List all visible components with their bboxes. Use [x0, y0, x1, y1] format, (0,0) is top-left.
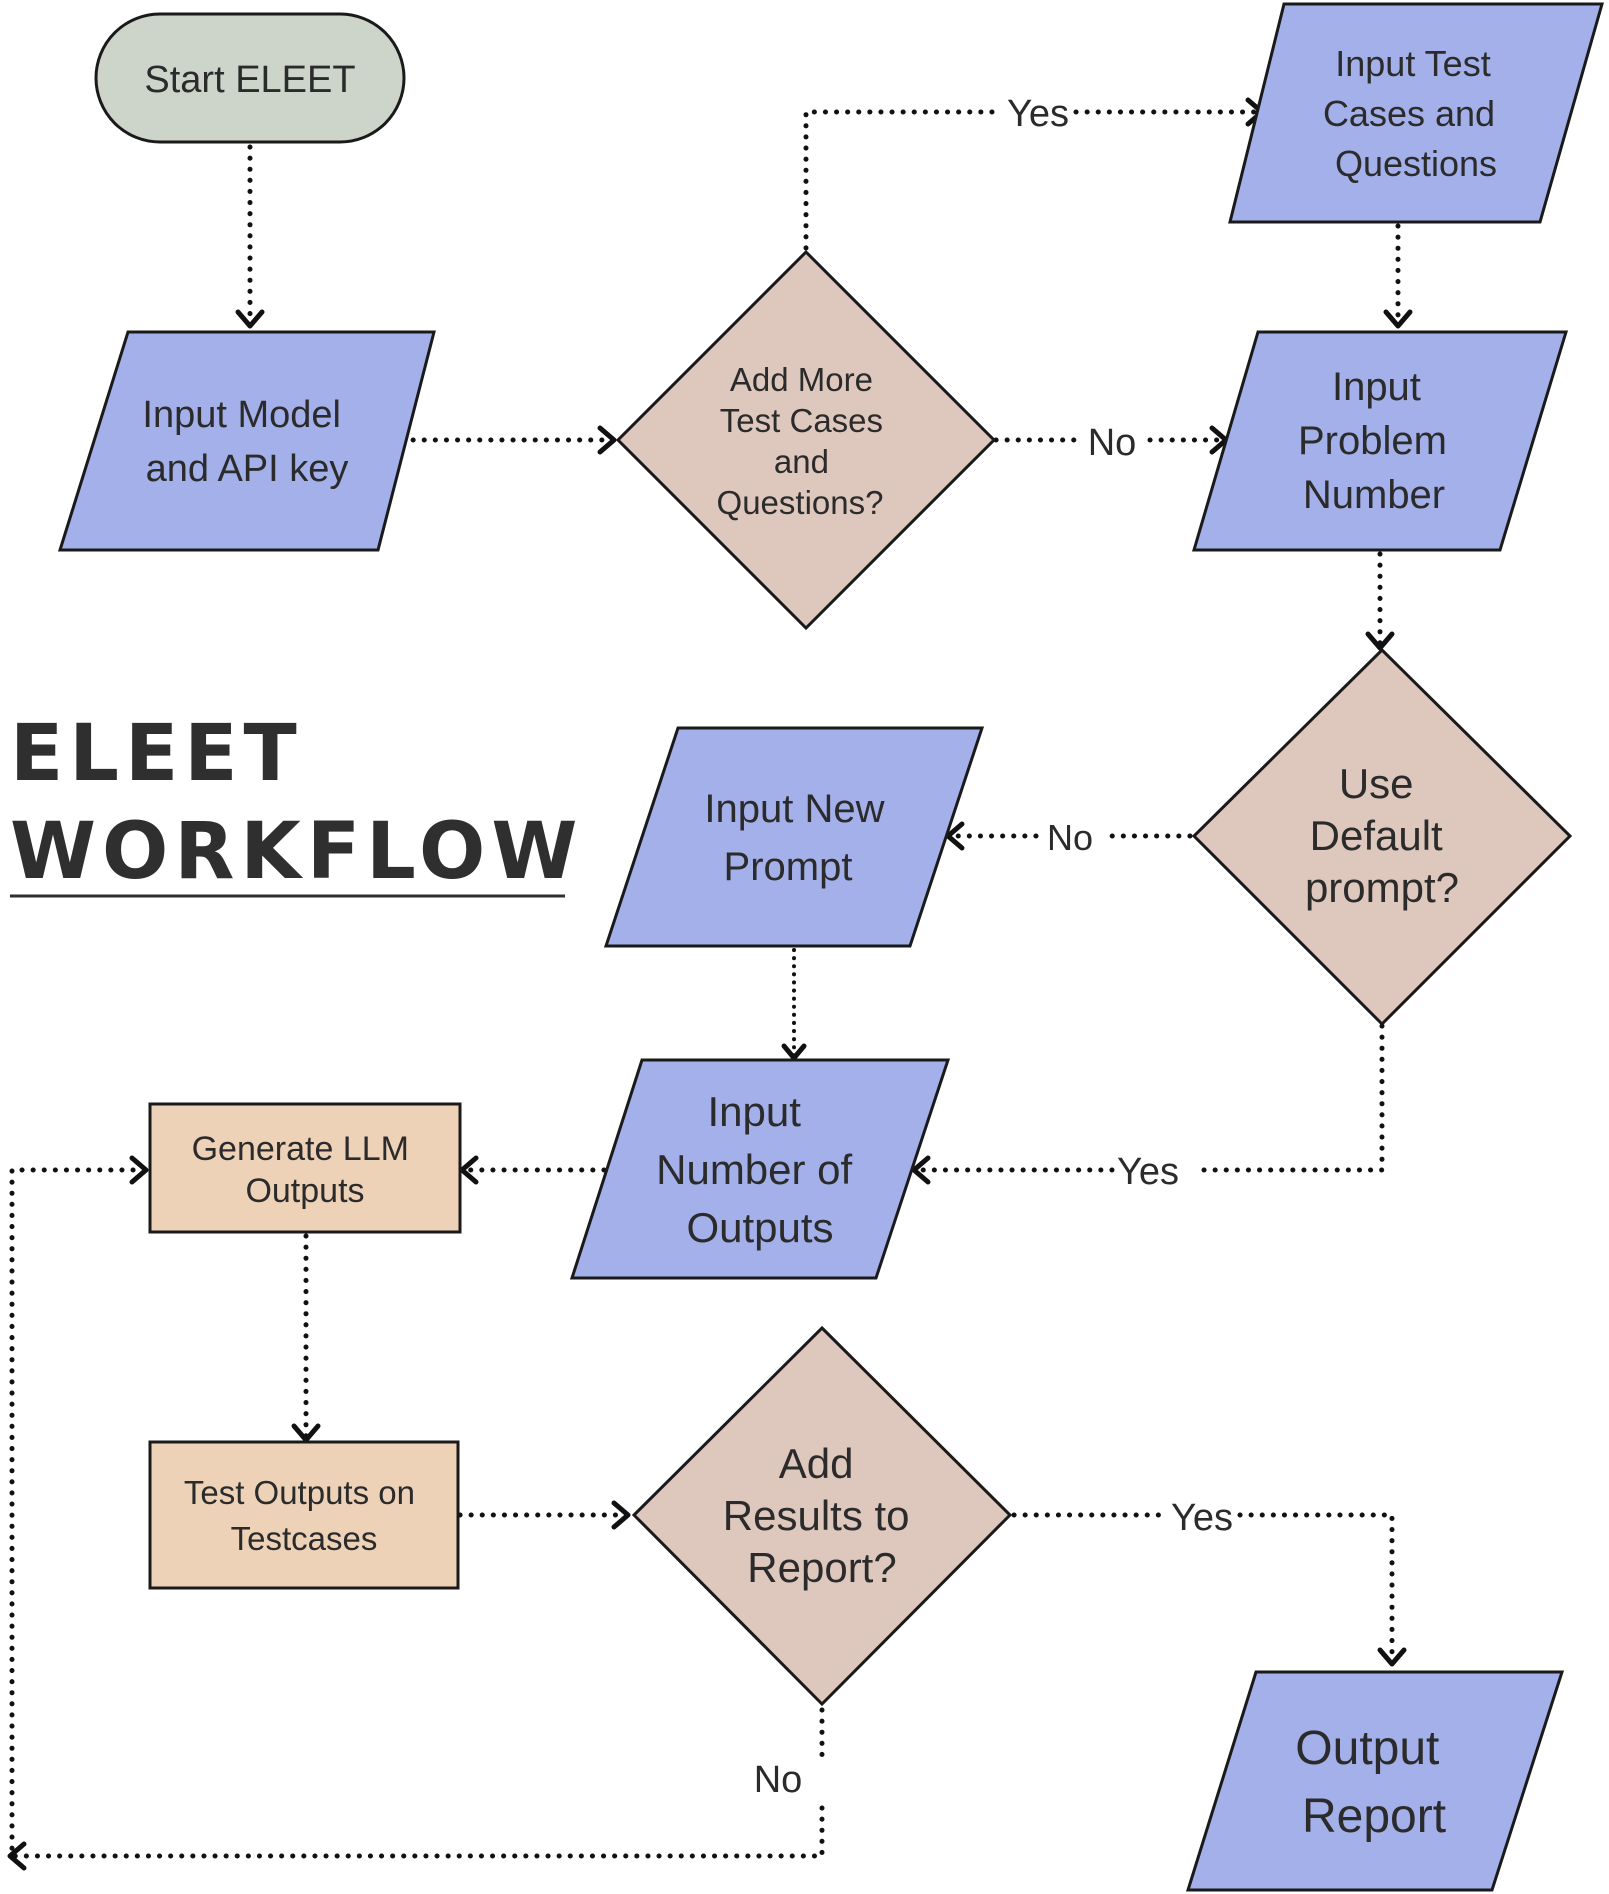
add-more-diamond: [615, 249, 997, 631]
workflow-title: ELEET WORKFLOW: [10, 709, 583, 898]
edge-add-results-no-loop: [7, 1155, 825, 1871]
add-more-label: Add More Test Cases and Questions?: [717, 361, 893, 521]
node-start: Start ELEET: [94, 12, 406, 144]
edge-test-to-add-results: [457, 1500, 631, 1530]
title-line-2: WORKFLOW: [10, 807, 583, 897]
node-input-test-cases: Input Test Cases and Questions: [1228, 2, 1604, 224]
edge-add-results-yes: [1011, 1512, 1407, 1667]
edge-labels: Yes No No Yes Yes No: [754, 93, 1233, 1801]
add-results-diamond: [631, 1325, 1013, 1707]
node-output-report: Output Report: [1185, 1670, 1565, 1892]
edge-new-prompt-to-num-outputs: [781, 948, 807, 1061]
add-results-label: Add Results to Report?: [723, 1440, 921, 1591]
edge-default-prompt-no: [945, 821, 1193, 851]
edge-label-add-results-no: No: [754, 1759, 803, 1801]
edge-problem-to-default-prompt: [1365, 551, 1395, 651]
edges: [7, 97, 1413, 1871]
edge-label-add-more-yes: Yes: [1007, 93, 1069, 135]
test-outputs-shape: [148, 1440, 460, 1590]
node-input-new-prompt: Input New Prompt: [603, 726, 985, 948]
default-prompt-label: Use Default prompt?: [1305, 760, 1459, 911]
edge-default-prompt-yes: [911, 1023, 1385, 1185]
edge-input-model-to-add-more: [399, 425, 617, 455]
output-report-shape: [1185, 1670, 1565, 1892]
node-input-problem: Input Problem Number: [1191, 330, 1569, 552]
default-prompt-diamond: [1191, 647, 1573, 1027]
generate-outputs-label: Generate LLM Outputs: [192, 1130, 419, 1210]
node-input-num-outputs: Input Number of Outputs: [569, 1058, 951, 1280]
input-new-prompt-shape: [603, 726, 985, 948]
edge-label-default-prompt-yes: Yes: [1117, 1151, 1179, 1193]
node-add-results-decision: Add Results to Report?: [631, 1325, 1013, 1707]
output-report-label: Output Report: [1295, 1722, 1452, 1843]
node-input-model: Input Model and API key: [57, 330, 436, 552]
input-test-cases-label: Input Test Cases and Questions: [1323, 43, 1505, 184]
edge-num-outputs-to-generate: [459, 1155, 607, 1185]
input-test-cases-shape: [1228, 2, 1604, 224]
node-add-more-decision: Add More Test Cases and Questions?: [615, 249, 997, 631]
node-generate-outputs: Generate LLM Outputs: [148, 1102, 462, 1234]
edge-label-add-more-no: No: [1088, 422, 1137, 464]
edge-test-cases-to-problem: [1383, 223, 1413, 329]
test-outputs-label: Test Outputs on Testcases: [184, 1474, 424, 1557]
edge-label-add-results-yes: Yes: [1171, 1497, 1233, 1539]
generate-outputs-shape: [148, 1102, 462, 1234]
input-new-prompt-label: Input New Prompt: [704, 787, 895, 889]
edge-label-default-prompt-no: No: [1047, 817, 1093, 858]
node-default-prompt-decision: Use Default prompt?: [1191, 647, 1573, 1027]
node-test-outputs: Test Outputs on Testcases: [148, 1440, 460, 1590]
input-problem-label: Input Problem Number: [1298, 365, 1458, 517]
input-model-shape: [57, 330, 436, 552]
input-num-outputs-label: Input Number of Outputs: [656, 1088, 864, 1251]
edge-generate-to-test: [291, 1233, 321, 1443]
input-problem-shape: [1191, 330, 1569, 552]
input-num-outputs-shape: [569, 1058, 951, 1280]
start-label: Start ELEET: [144, 59, 355, 101]
start-terminator-shape: [94, 12, 406, 144]
edge-start-to-input-model: [235, 144, 265, 329]
title-line-1: ELEET: [10, 709, 303, 799]
input-model-label: Input Model and API key: [142, 394, 351, 490]
